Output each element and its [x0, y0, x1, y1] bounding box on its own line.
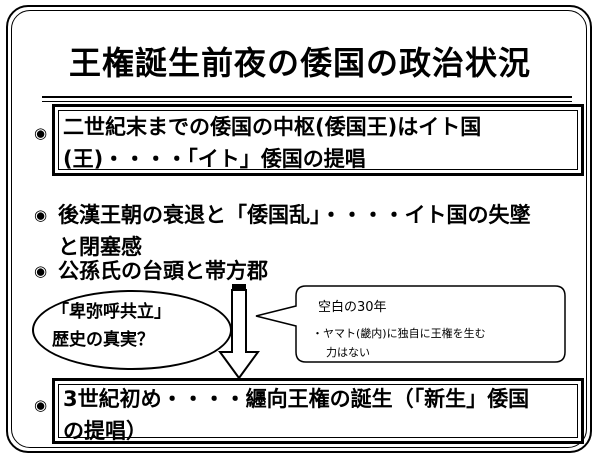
- ellipse-line1: 「卑弥呼共立」: [52, 302, 171, 322]
- item2-line2: と閉塞感: [58, 235, 142, 259]
- box2-line1: 3世紀初め・・・・纒向王権の誕生（「新生」倭国: [63, 387, 530, 411]
- box1-line1: 二世紀末までの倭国の中枢(倭国王)はイト国: [63, 115, 482, 139]
- callout-line1: ・ヤマト(畿内)に独自に王権を生む: [312, 327, 486, 340]
- speech-callout: [255, 285, 566, 363]
- item3-line1: 公孫氏の台頭と帯方郡: [58, 259, 268, 283]
- slide-title: 王権誕生前夜の倭国の政治状況: [68, 44, 531, 82]
- bullet-icon: ◉: [34, 206, 48, 224]
- bullet-icon: ◉: [34, 124, 48, 142]
- item-kosonshi: 公孫氏の台頭と帯方郡: [58, 255, 568, 287]
- ellipse-line2: 歴史の真実？: [52, 330, 154, 350]
- highlight-box-makimuku: 3世紀初め・・・・纒向王権の誕生（「新生」倭国 の提唱）: [52, 378, 584, 444]
- callout-line2: 力はない: [326, 346, 370, 359]
- callout-heading: 空白の30年: [318, 300, 387, 315]
- bullet-icon: ◉: [34, 396, 48, 414]
- down-arrow-icon: [218, 284, 260, 380]
- title-divider: [42, 96, 572, 102]
- himiko-ellipse-text: 「卑弥呼共立」 歴史の真実？: [52, 298, 171, 354]
- box1-line2: (王)・・・・「イト」倭国の提唱: [63, 147, 366, 171]
- highlight-box-itokoku: 二世紀末までの倭国の中枢(倭国王)はイト国 (王)・・・・「イト」倭国の提唱: [52, 104, 584, 176]
- box2-line2: の提唱）: [63, 419, 147, 443]
- slide-frame: [6, 5, 592, 453]
- item-gokan-decline: 後漢王朝の衰退と「倭国乱」・・・・イト国の失墜 と閉塞感: [58, 199, 568, 263]
- item2-line1: 後漢王朝の衰退と「倭国乱」・・・・イト国の失墜: [58, 203, 531, 227]
- bullet-icon: ◉: [34, 262, 48, 280]
- callout-body: ・ヤマト(畿内)に独自に王権を生む 力はない: [312, 324, 552, 362]
